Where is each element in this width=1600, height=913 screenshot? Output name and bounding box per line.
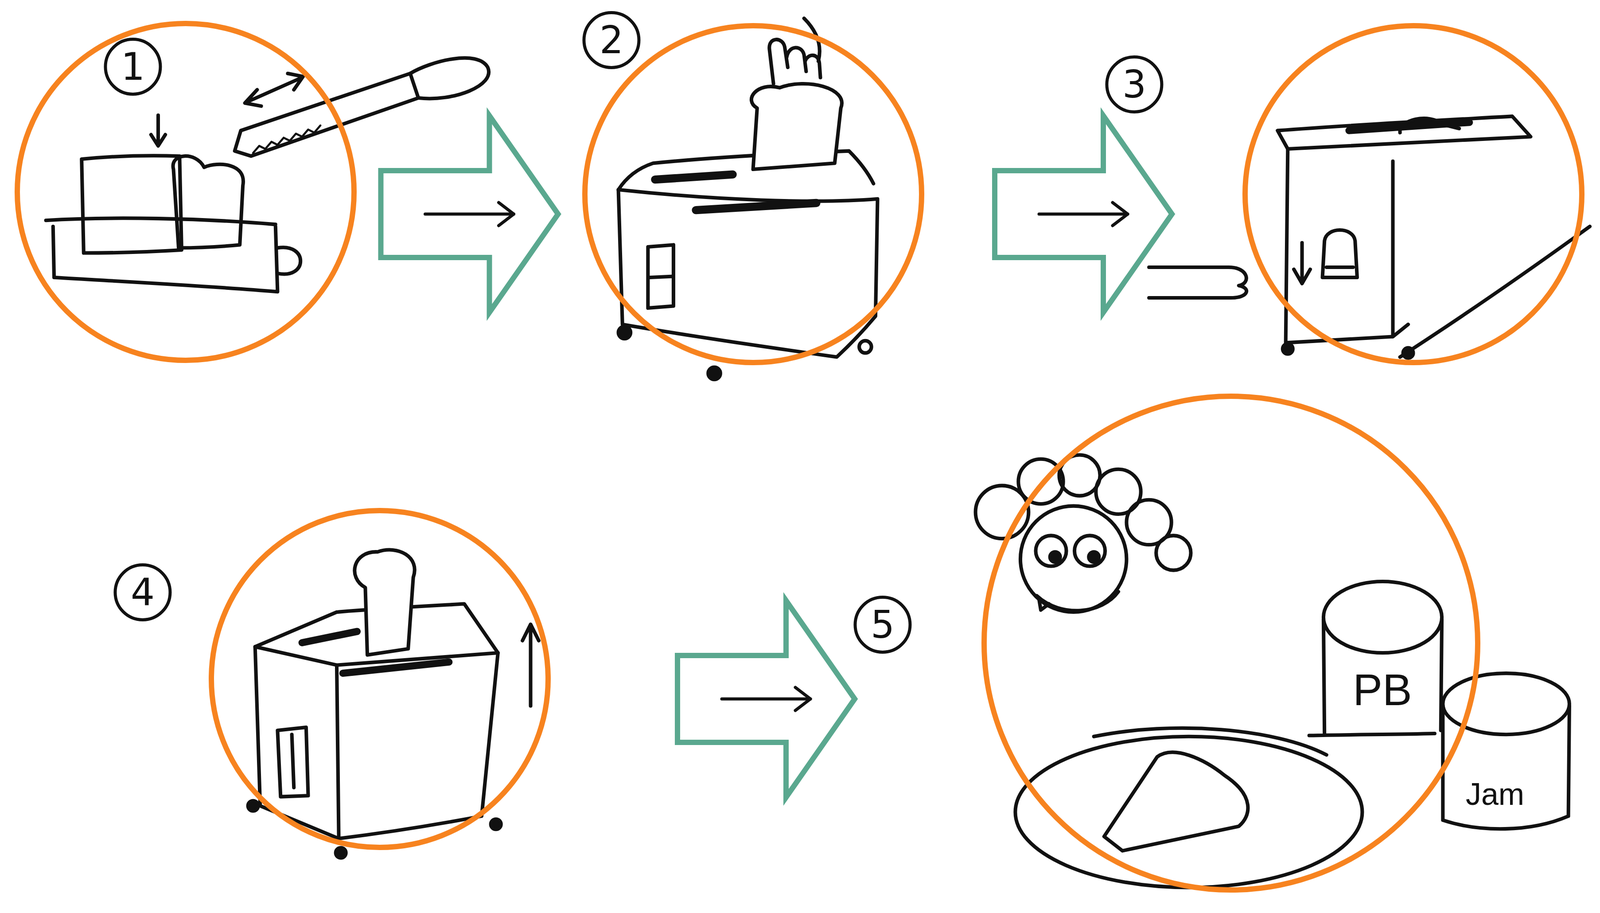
toaster-top	[1277, 116, 1531, 149]
step-outline-circle	[211, 510, 549, 848]
step-outline-circle	[984, 396, 1478, 890]
step-circle: 4	[208, 507, 552, 851]
step-outline-circle	[17, 23, 355, 361]
board-handle	[277, 247, 301, 274]
toaster-foot	[248, 800, 259, 811]
toaster-body	[255, 646, 499, 839]
arrow-glyph-head	[498, 202, 514, 226]
toaster-popping	[248, 549, 539, 858]
plate	[1015, 736, 1363, 888]
step-outline	[1241, 22, 1585, 366]
knife-handle	[410, 58, 489, 99]
callout-badge: 5	[870, 605, 895, 644]
block-arrow	[677, 600, 855, 798]
push-arrow	[1293, 242, 1311, 284]
toaster-slot	[654, 174, 817, 211]
step-outline	[581, 22, 925, 366]
curl	[1156, 535, 1191, 570]
callout-number: 4	[130, 573, 155, 612]
step-outline-circle	[1245, 25, 1582, 363]
toaster-switch	[277, 727, 308, 797]
toaster-foot	[1282, 343, 1293, 355]
tooth	[1038, 597, 1049, 611]
arrow-glyph	[1039, 212, 1128, 216]
step-circle: 3	[1241, 22, 1585, 366]
jar-label: PB	[1352, 667, 1412, 712]
pb-jar	[1309, 618, 1442, 736]
toast	[1104, 751, 1249, 851]
toast-top	[1399, 118, 1460, 133]
block-arrow	[994, 115, 1172, 313]
step-outline	[208, 507, 552, 851]
badge-ring-circle	[583, 12, 639, 68]
knife-teeth	[253, 125, 321, 153]
step-outline-circle	[584, 25, 922, 363]
badge-ring-circle	[1106, 56, 1162, 112]
toaster-loading	[618, 18, 878, 380]
callout-badge: 1	[120, 47, 145, 86]
step-circle: 5	[981, 393, 1481, 893]
pop-up-arrow	[522, 624, 539, 706]
step-arrow-group	[677, 600, 855, 798]
pb-jar-lid	[1323, 581, 1442, 653]
toaster-foot	[490, 818, 502, 830]
cut-arrow	[151, 115, 166, 146]
jar-label: Jam	[1465, 778, 1525, 810]
callout-number: 2	[599, 21, 624, 59]
arrow-glyph-head	[1112, 202, 1128, 226]
cutting-board	[53, 226, 278, 292]
step-arrow-group	[381, 115, 559, 313]
bread-slice	[751, 83, 842, 170]
bread-slice	[173, 155, 244, 248]
counter-line	[1400, 226, 1590, 358]
toast	[354, 549, 415, 655]
hand	[1148, 267, 1247, 298]
eye	[1035, 535, 1067, 566]
toaster-foot	[708, 367, 721, 380]
step-outline	[14, 20, 358, 364]
toaster-foot	[335, 847, 347, 858]
callout-badge: 2	[599, 21, 624, 59]
knife-blade	[234, 73, 419, 156]
callout-number: 1	[120, 47, 145, 86]
toaster-lever	[1322, 229, 1358, 278]
badge-ring-circle	[105, 38, 161, 94]
smile	[1036, 591, 1119, 611]
arrow-glyph	[425, 212, 514, 216]
toaster-foot	[859, 340, 872, 354]
callout-badge: 4	[130, 573, 155, 612]
step-circle: 2	[581, 22, 925, 366]
block-arrow	[381, 115, 559, 313]
bread-loaf	[81, 155, 182, 254]
saw-motion-arrow	[245, 73, 304, 107]
toaster-switch	[647, 244, 674, 308]
eye	[1074, 535, 1106, 566]
arrow-glyph-head	[795, 687, 811, 711]
badge-ring-circle	[115, 564, 171, 620]
toaster-foot	[618, 326, 631, 339]
step-circle: 1	[14, 20, 358, 364]
step-arrow-group	[994, 115, 1172, 313]
pupil	[1088, 551, 1099, 562]
callout-badge: 3	[1122, 65, 1147, 104]
callout-number: 3	[1122, 65, 1147, 104]
badge-ring-circle	[855, 596, 911, 652]
plate-rim	[1093, 727, 1327, 755]
toaster-body	[1285, 148, 1409, 343]
face	[1020, 506, 1127, 612]
arrow-glyph	[721, 697, 811, 701]
callout-number: 5	[870, 605, 895, 644]
pupil	[1050, 551, 1061, 562]
step-outline	[981, 393, 1481, 893]
